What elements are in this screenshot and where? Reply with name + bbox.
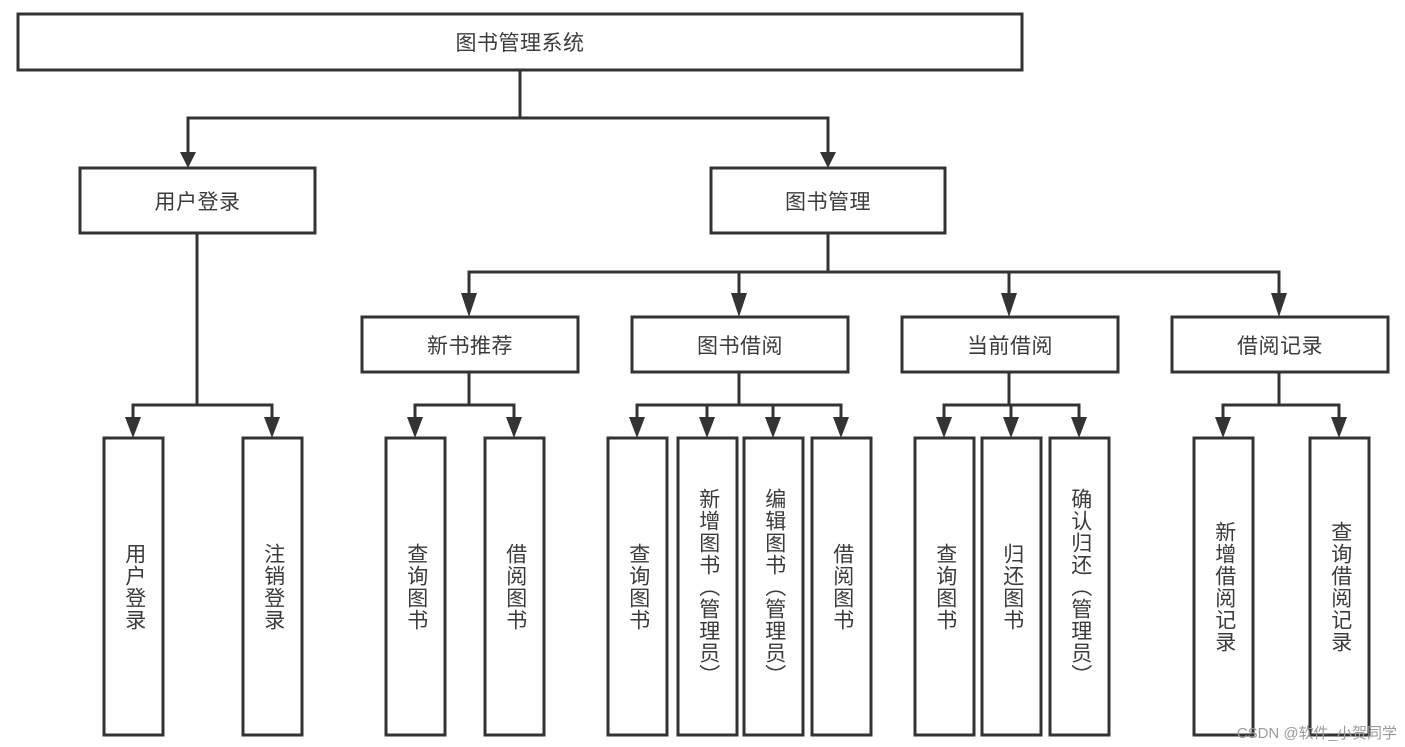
connector-root-to-level1 <box>180 68 836 168</box>
node-box-leaf-10[interactable] <box>1048 436 1111 737</box>
node-box-leaf-6[interactable] <box>742 436 805 737</box>
node-box-l2-3[interactable] <box>1170 315 1390 374</box>
node-box-l1-1[interactable] <box>709 166 947 235</box>
node-box-leaf-12[interactable] <box>1308 436 1371 737</box>
node-box-leaf-4[interactable] <box>606 436 669 737</box>
node-box-leaf-8[interactable] <box>913 436 976 737</box>
node-box-leaf-0[interactable] <box>102 436 165 737</box>
node-box-leaf-7[interactable] <box>810 436 873 737</box>
connector-level1-to-level2 <box>461 231 1287 317</box>
connector-current-borrow-to-leaves <box>936 370 1087 438</box>
node-box-l1-0[interactable] <box>78 166 317 235</box>
node-box-leaf-5[interactable] <box>676 436 739 737</box>
node-box-leaf-1[interactable] <box>241 436 304 737</box>
connector-book-borrow-to-leaves <box>629 370 849 438</box>
node-box-leaf-2[interactable] <box>384 436 447 737</box>
connector-user-login-to-leaves <box>125 231 280 438</box>
node-box-leaf-9[interactable] <box>980 436 1043 737</box>
node-box-l2-0[interactable] <box>360 315 580 374</box>
node-box-l2-2[interactable] <box>900 315 1120 374</box>
connector-borrow-record-to-leaves <box>1215 370 1347 438</box>
node-box-leaf-3[interactable] <box>483 436 546 737</box>
node-box-root[interactable] <box>16 12 1024 72</box>
node-box-leaf-11[interactable] <box>1192 436 1255 737</box>
connector-new-book-rec-to-leaves <box>407 370 522 438</box>
node-box-l2-1[interactable] <box>630 315 850 374</box>
